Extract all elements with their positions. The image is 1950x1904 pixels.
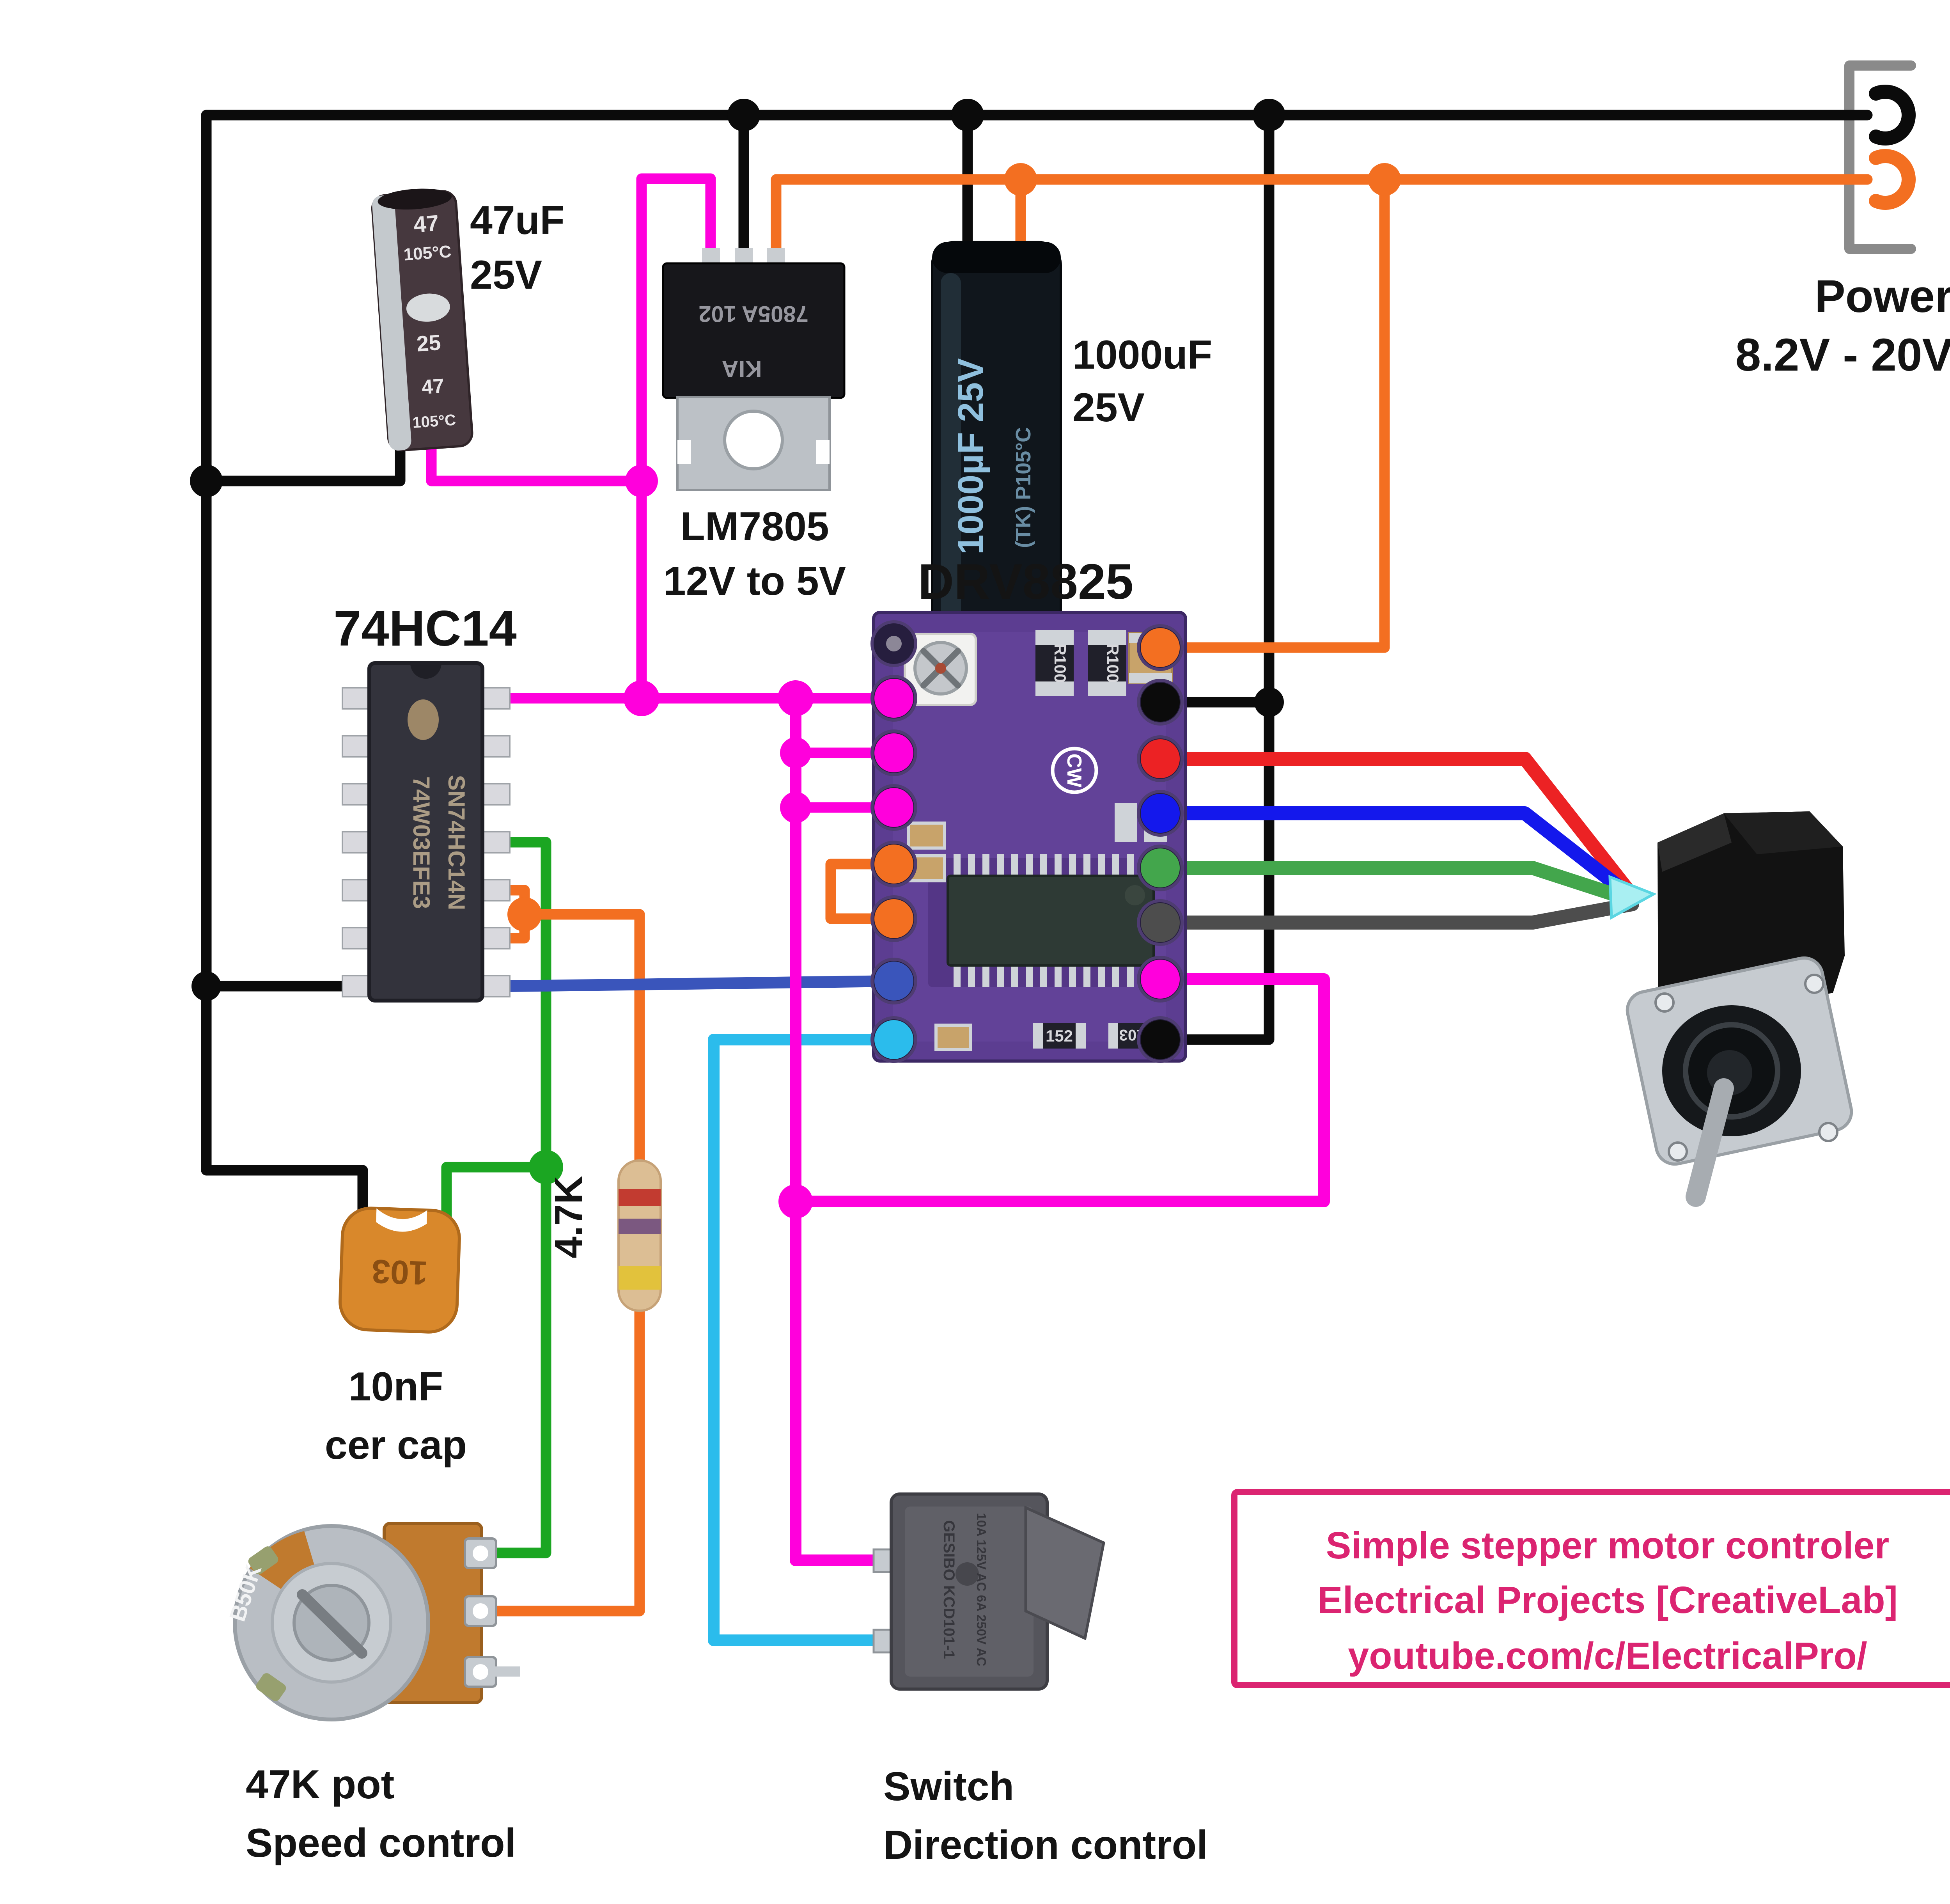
svg-text:SN74HC14N: SN74HC14N <box>443 775 470 910</box>
label-cercap-value: 10nF <box>349 1364 443 1409</box>
empty-pad-hole <box>886 636 902 651</box>
label-resistor-value: 4.7K <box>547 1176 590 1258</box>
power-terminal-negative <box>1869 85 1916 146</box>
green-cercap-branch <box>441 1162 551 1223</box>
power-terminal-positive <box>1869 149 1916 210</box>
info-box: Simple stepper motor controler Electrica… <box>1231 1489 1950 1688</box>
label-cap1000-value: 1000uF <box>1072 332 1212 378</box>
svg-text:R100: R100 <box>1051 644 1069 683</box>
svg-text:152: 152 <box>1046 1027 1073 1045</box>
svg-text:74W03EFE3: 74W03EFE3 <box>408 776 434 909</box>
svg-text:47: 47 <box>421 374 445 399</box>
motor-wire-gray <box>1153 897 1639 930</box>
motor-wire-red <box>1153 752 1639 902</box>
svg-text:CW: CW <box>1063 754 1085 788</box>
capacitor-47uf: 47 105°C 25 47 105°C <box>371 188 473 452</box>
resistor-4k7 <box>617 1159 662 1312</box>
label-ic: 74HC14 <box>333 601 517 657</box>
drv8825-module: R100 R100 CW <box>870 611 1187 1063</box>
power-connector-bracket <box>1844 60 1916 254</box>
potentiometer-47k: B50K <box>225 1522 520 1721</box>
label-cap47-voltage: 25V <box>470 252 542 298</box>
magenta-from-7805 <box>636 173 716 704</box>
net-clock-green <box>441 837 551 1558</box>
svg-text:1000µF 25V: 1000µF 25V <box>951 358 991 554</box>
gnd-47uf-lead <box>201 443 406 486</box>
info-box-line3: youtube.com/c/ElectricalPro/ <box>1348 1634 1867 1677</box>
label-switch: Switch <box>883 1764 1014 1809</box>
drv-orange-jumper <box>825 859 899 924</box>
smd-152: 152 <box>1033 1023 1086 1049</box>
svg-text:25: 25 <box>416 330 442 356</box>
power-connector <box>1869 85 1916 210</box>
svg-text:103: 103 <box>371 1253 428 1292</box>
motor-shaft <box>1686 1078 1734 1207</box>
vin-bus <box>771 174 1873 263</box>
svg-text:KIA: KIA <box>722 356 762 382</box>
smd-resistor-r100-2: R100 <box>1088 630 1126 696</box>
drv-pin-dots <box>874 628 1180 1059</box>
label-cercap-desc: cer cap <box>325 1423 467 1468</box>
stepper-motor <box>1608 811 1853 1207</box>
direction-wire-cyan <box>708 1034 900 1646</box>
svg-text:105°C: 105°C <box>412 411 456 431</box>
net-motor-coils <box>1153 752 1639 930</box>
magenta-fault-loop <box>790 973 1330 1207</box>
driver-ic-chip <box>947 854 1155 987</box>
vin-drv-drop <box>1155 174 1390 653</box>
motor-wire-blue <box>1153 806 1639 904</box>
info-box-line2: Electrical Projects [CreativeLab] <box>1317 1579 1898 1621</box>
label-power-range: 8.2V - 20V DC <box>1736 329 1950 381</box>
label-pot-desc: Speed control <box>246 1821 516 1866</box>
svg-text:105°C: 105°C <box>403 242 452 264</box>
rocker-switch: GESIBO KCD101-1 10A 125V AC 6A 250V AC <box>872 1492 1105 1691</box>
ic-74hc14: 74W03EFE3 SN74HC14N <box>342 661 511 1003</box>
svg-text:GESIBO KCD101-1: GESIBO KCD101-1 <box>940 1520 957 1659</box>
label-regulator-name: LM7805 <box>680 504 829 549</box>
label-cap47-value: 47uF <box>470 198 565 243</box>
label-cap1000-voltage: 25V <box>1072 385 1145 430</box>
capacitor-1000uf: 1000µF 25V (TK) P105°C <box>931 241 1062 672</box>
smd-resistor-r100-1: R100 <box>1035 630 1074 696</box>
motor-wire-green <box>1153 861 1639 907</box>
motor-wire-connector <box>1608 875 1657 920</box>
svg-text:7805A 102: 7805A 102 <box>698 301 808 327</box>
green-main <box>478 837 551 1558</box>
info-box-line1: Simple stepper motor controler <box>1326 1524 1890 1567</box>
svg-text:(TK) P105°C: (TK) P105°C <box>1012 427 1035 548</box>
svg-text:47: 47 <box>413 210 440 237</box>
svg-text:R100: R100 <box>1104 644 1122 683</box>
gnd-right-vertical <box>1155 110 1275 1045</box>
junction-dots <box>190 99 1401 1219</box>
label-switch-desc: Direction control <box>883 1822 1208 1868</box>
pot-wiper-wire <box>478 909 645 1617</box>
regulator-lm7805: 7805A 102 KIA <box>662 248 846 491</box>
label-driver: DRV8825 <box>918 554 1134 610</box>
label-regulator-desc: 12V to 5V <box>663 559 846 604</box>
step-wire-indigo <box>504 975 900 992</box>
label-power-title: Power <box>1815 271 1950 322</box>
svg-text:10A 125V AC 6A 250V AC: 10A 125V AC 6A 250V AC <box>974 1513 989 1666</box>
magenta-47uf-lead <box>426 443 647 486</box>
label-pot: 47K pot <box>246 1762 394 1807</box>
capacitor-10nf: 103 <box>339 1207 461 1334</box>
magenta-vertical-to-switch <box>790 692 897 1566</box>
